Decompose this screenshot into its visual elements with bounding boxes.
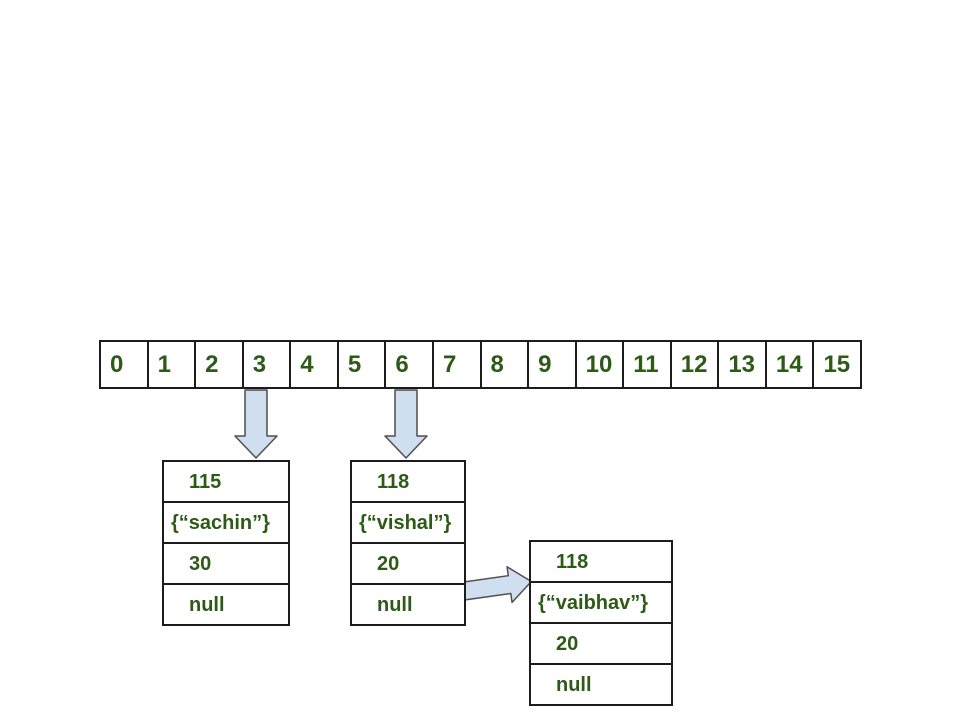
bucket-cell-4: 4 — [291, 342, 339, 387]
down-arrow-bucket6-icon — [384, 389, 428, 459]
bucket-cell-11: 11 — [624, 342, 672, 387]
node-vaibhav-hashcode: 118 — [529, 540, 673, 583]
node-sachin: 115 {“sachin”} 30 null — [162, 460, 290, 626]
bucket-cell-10: 10 — [577, 342, 625, 387]
node-vaibhav-value: 20 — [529, 622, 673, 665]
bucket-cell-5: 5 — [339, 342, 387, 387]
node-vishal-key: {“vishal”} — [350, 501, 466, 544]
node-sachin-hashcode: 115 — [162, 460, 290, 503]
node-sachin-next: null — [162, 583, 290, 626]
node-vaibhav-key: {“vaibhav”} — [529, 581, 673, 624]
bucket-cell-13: 13 — [719, 342, 767, 387]
node-vishal: 118 {“vishal”} 20 null — [350, 460, 466, 626]
node-sachin-key: {“sachin”} — [162, 501, 290, 544]
bucket-cell-8: 8 — [482, 342, 530, 387]
bucket-cell-2: 2 — [196, 342, 244, 387]
bucket-cell-9: 9 — [529, 342, 577, 387]
bucket-cell-12: 12 — [672, 342, 720, 387]
bucket-cell-3: 3 — [244, 342, 292, 387]
node-vishal-hashcode: 118 — [350, 460, 466, 503]
down-arrow-bucket3-icon — [234, 389, 278, 459]
node-vaibhav-next: null — [529, 663, 673, 706]
bucket-cell-15: 15 — [823, 350, 851, 378]
node-vishal-next: null — [350, 583, 466, 626]
node-vishal-value: 20 — [350, 542, 466, 585]
right-arrow-next-pointer-icon — [461, 566, 533, 604]
node-vaibhav: 118 {“vaibhav”} 20 null — [529, 540, 673, 706]
node-sachin-value: 30 — [162, 542, 290, 585]
bucket-cell-0: 0 — [101, 342, 149, 387]
bucket-cell-6: 6 — [386, 342, 434, 387]
bucket-array: 0 1 2 3 4 5 6 7 8 9 10 11 12 13 14 15 — [99, 340, 862, 389]
bucket-cell-14: 14 — [767, 342, 815, 387]
bucket-cell-1: 1 — [149, 342, 197, 387]
bucket-cell-7: 7 — [434, 342, 482, 387]
